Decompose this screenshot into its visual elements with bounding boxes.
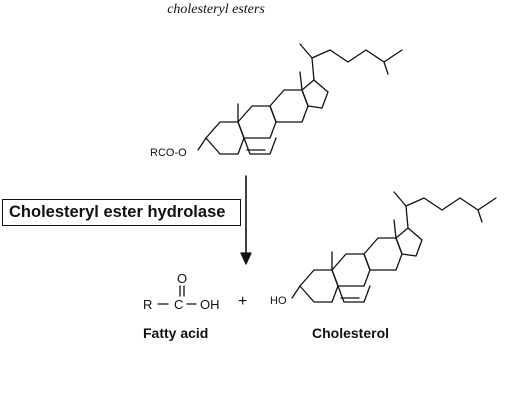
cholesterol-ring-d bbox=[395, 227, 423, 257]
cholesterol-methyl-18 bbox=[393, 219, 397, 239]
enzyme-label: Cholesteryl ester hydrolase bbox=[9, 203, 226, 221]
diagram-title: cholesteryl esters bbox=[167, 2, 265, 17]
cholesterol-side-chain bbox=[405, 197, 497, 229]
cholesterol-ring-c bbox=[363, 237, 403, 271]
enzyme-label-box: Cholesteryl ester hydrolase bbox=[2, 199, 241, 226]
fatty-acid-structure bbox=[157, 285, 197, 305]
cholesterol-name: Cholesterol bbox=[312, 325, 390, 341]
cholesterol-structure bbox=[291, 191, 497, 303]
cholesterol-ring-b bbox=[331, 253, 371, 287]
fatty-acid-o: O bbox=[177, 271, 187, 286]
cholesterol-ring-a bbox=[299, 269, 339, 303]
ester-methyl-18 bbox=[299, 71, 303, 91]
cholesteryl-ester-structure bbox=[197, 43, 403, 155]
fatty-acid-c: C bbox=[174, 297, 183, 312]
fatty-acid-oh: OH bbox=[200, 297, 220, 312]
reaction-arrow bbox=[240, 175, 252, 265]
fatty-acid-name: Fatty acid bbox=[143, 325, 209, 341]
ester-ring-c bbox=[269, 89, 309, 123]
ester-ring-d bbox=[301, 79, 329, 109]
ester-group-label: RCO-O bbox=[150, 147, 187, 159]
ester-side-chain bbox=[311, 49, 403, 81]
ester-ring-a bbox=[205, 121, 245, 155]
fatty-acid-r: R bbox=[143, 297, 152, 312]
plus-sign: + bbox=[238, 293, 247, 310]
ester-ring-b bbox=[237, 105, 277, 139]
cholesterol-ho-label: HO bbox=[270, 295, 287, 307]
